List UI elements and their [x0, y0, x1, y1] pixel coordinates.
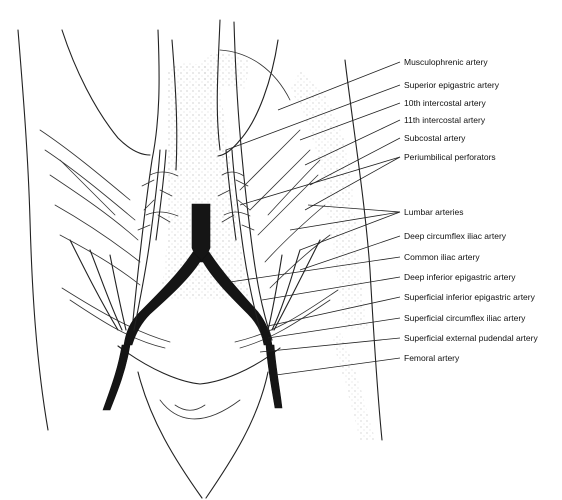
label-musculophrenic-artery: Musculophrenic artery: [404, 57, 488, 67]
aorta-iliac-vessels: [103, 204, 282, 410]
label-deep-circumflex-iliac-artery: Deep circumflex iliac artery: [404, 231, 507, 241]
labels: Musculophrenic artery Superior epigastri…: [404, 57, 538, 363]
label-subcostal-artery: Subcostal artery: [404, 133, 466, 143]
label-lumbar-arteries: Lumbar arteries: [404, 207, 464, 217]
label-common-iliac-artery: Common iliac artery: [404, 252, 480, 262]
label-superficial-circumflex-iliac-artery: Superficial circumflex iliac artery: [404, 313, 526, 323]
label-11th-intercostal-artery: 11th intercostal artery: [404, 115, 486, 125]
left-femoral-vessel: [103, 345, 130, 410]
label-periumbilical-perforators: Periumbilical perforators: [404, 152, 496, 162]
label-superficial-external-pudendal-artery: Superficial external pudendal artery: [404, 333, 538, 343]
label-superior-epigastric-artery: Superior epigastric artery: [404, 80, 500, 90]
label-deep-inferior-epigastric-artery: Deep inferior epigastric artery: [404, 272, 516, 282]
label-superficial-inferior-epigastric-artery: Superficial inferior epigastric artery: [404, 292, 536, 302]
right-femoral-vessel: [266, 345, 282, 408]
label-femoral-artery: Femoral artery: [404, 353, 460, 363]
label-10th-intercostal-artery: 10th intercostal artery: [404, 98, 486, 108]
